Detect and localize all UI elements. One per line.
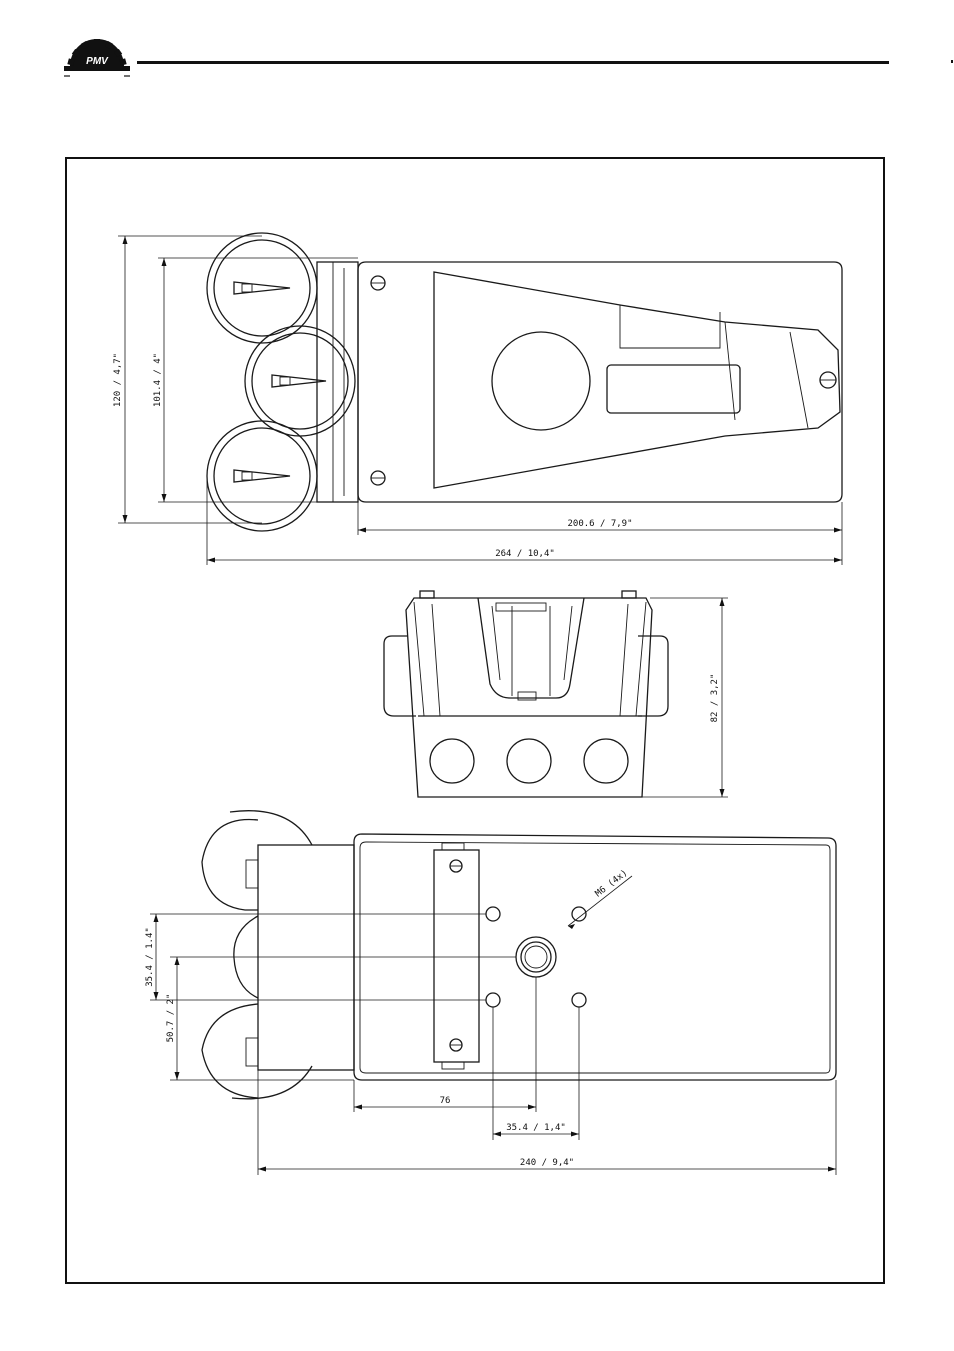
pmv-logo: PMV (64, 39, 130, 77)
dim-label-overall-height: 120 / 4,7" (113, 353, 123, 407)
gear-logo-icon (64, 39, 130, 77)
dim-label-center-offset: 50.7 / 2" (166, 994, 176, 1043)
pressure-gauge-icon (206, 420, 318, 532)
wedge-cover (433, 271, 841, 489)
dimension-overall-length: 264 / 10,4" (206, 476, 843, 565)
dim-label-hole-spacing-vertical: 35.4 / 1.4" (145, 927, 155, 987)
screw-icon (621, 590, 637, 599)
top-view: 120 / 4,7" 101.4 / 4" 200.6 / 7,9" 264 /… (113, 232, 843, 565)
screw-icon (819, 371, 837, 389)
gauge-bracket (257, 844, 355, 1071)
shaft-icon (515, 936, 557, 978)
screw-icon (449, 859, 463, 873)
dimension-bottom-overall-length: 240 / 9,4" (257, 1070, 837, 1175)
bottom-view-housing (353, 833, 837, 1081)
header-tick (951, 60, 953, 63)
logo-text: PMV (86, 56, 109, 67)
mounting-hole-icon (485, 906, 501, 922)
thread-callout: M6 (4x) (567, 868, 633, 929)
mounting-hole-icon (571, 906, 587, 922)
dimension-mount-offset: 76 (354, 1096, 536, 1110)
thread-label: M6 (4x) (594, 868, 630, 899)
dim-label-overall-length: 264 / 10,4" (495, 549, 555, 559)
dimension-side-height: 82 / 3,2" (642, 597, 728, 798)
pressure-gauge-icon (201, 1003, 313, 1100)
port-icon (583, 738, 629, 784)
pressure-gauge-icon (201, 810, 313, 911)
port-icon (506, 738, 552, 784)
dimension-center-offset: 50.7 / 2" (166, 956, 516, 1081)
mounting-hole-icon (485, 992, 501, 1008)
dimension-hole-spacing-vertical: 35.4 / 1.4" (145, 913, 486, 1001)
dimension-overall-height: 120 / 4,7" (113, 235, 262, 524)
dimension-gauge-span: 101.4 / 4" (153, 257, 358, 503)
side-view: 82 / 3,2" (383, 590, 728, 798)
port-icon (429, 738, 475, 784)
dimension-hole-spacing-horizontal: 35.4 / 1,4" (493, 1123, 579, 1137)
screw-icon (370, 275, 386, 291)
screw-icon (419, 590, 435, 599)
header-rule (137, 61, 889, 64)
dim-label-side-height: 82 / 3,2" (710, 674, 720, 723)
screw-icon (370, 470, 386, 486)
label-plate (606, 364, 741, 414)
pressure-gauge-icon (244, 325, 356, 437)
pressure-gauge-icon (206, 232, 318, 344)
indicator-window (491, 331, 591, 431)
dim-label-body-length: 200.6 / 7,9" (567, 519, 632, 529)
top-view-housing (357, 261, 843, 503)
dim-label-gauge-span: 101.4 / 4" (153, 353, 163, 407)
mounting-hole-icon (571, 992, 587, 1008)
bottom-view: M6 (4x) 35.4 / 1.4" 50.7 / 2" 76 (145, 810, 837, 1175)
drawing-frame (65, 157, 885, 1284)
dimension-body-length: 200.6 / 7,9" (357, 502, 843, 535)
dim-label-hole-spacing-horizontal: 35.4 / 1,4" (506, 1123, 566, 1133)
screw-icon (449, 1038, 463, 1052)
gauge-bracket (316, 261, 359, 503)
mounting-plate (433, 849, 480, 1063)
dim-label-mount-offset: 76 (440, 1096, 451, 1106)
dim-label-bottom-overall-length: 240 / 9,4" (520, 1158, 574, 1168)
